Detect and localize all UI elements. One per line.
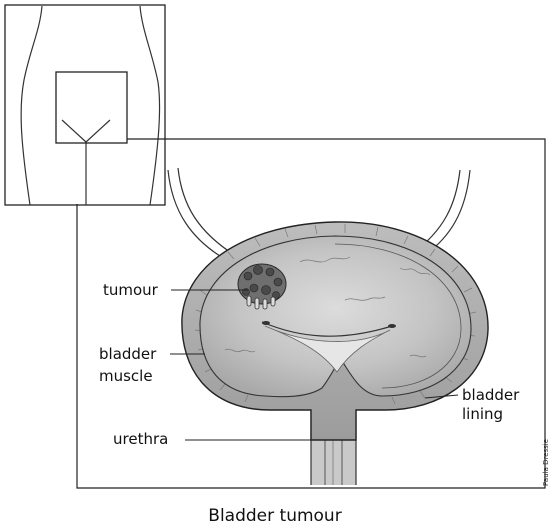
body-inset xyxy=(5,5,165,205)
label-bladder-lining-line2: lining xyxy=(462,405,503,423)
label-bladder-lining-line1: bladder xyxy=(462,386,520,404)
label-urethra: urethra xyxy=(113,430,168,448)
label-bladder-muscle-line2: muscle xyxy=(99,367,153,385)
label-bladder-muscle-line1: bladder xyxy=(99,345,157,363)
label-tumour: tumour xyxy=(103,281,159,299)
artist-signature: Paula Dressie xyxy=(542,439,550,486)
diagram-caption: Bladder tumour xyxy=(208,506,341,526)
